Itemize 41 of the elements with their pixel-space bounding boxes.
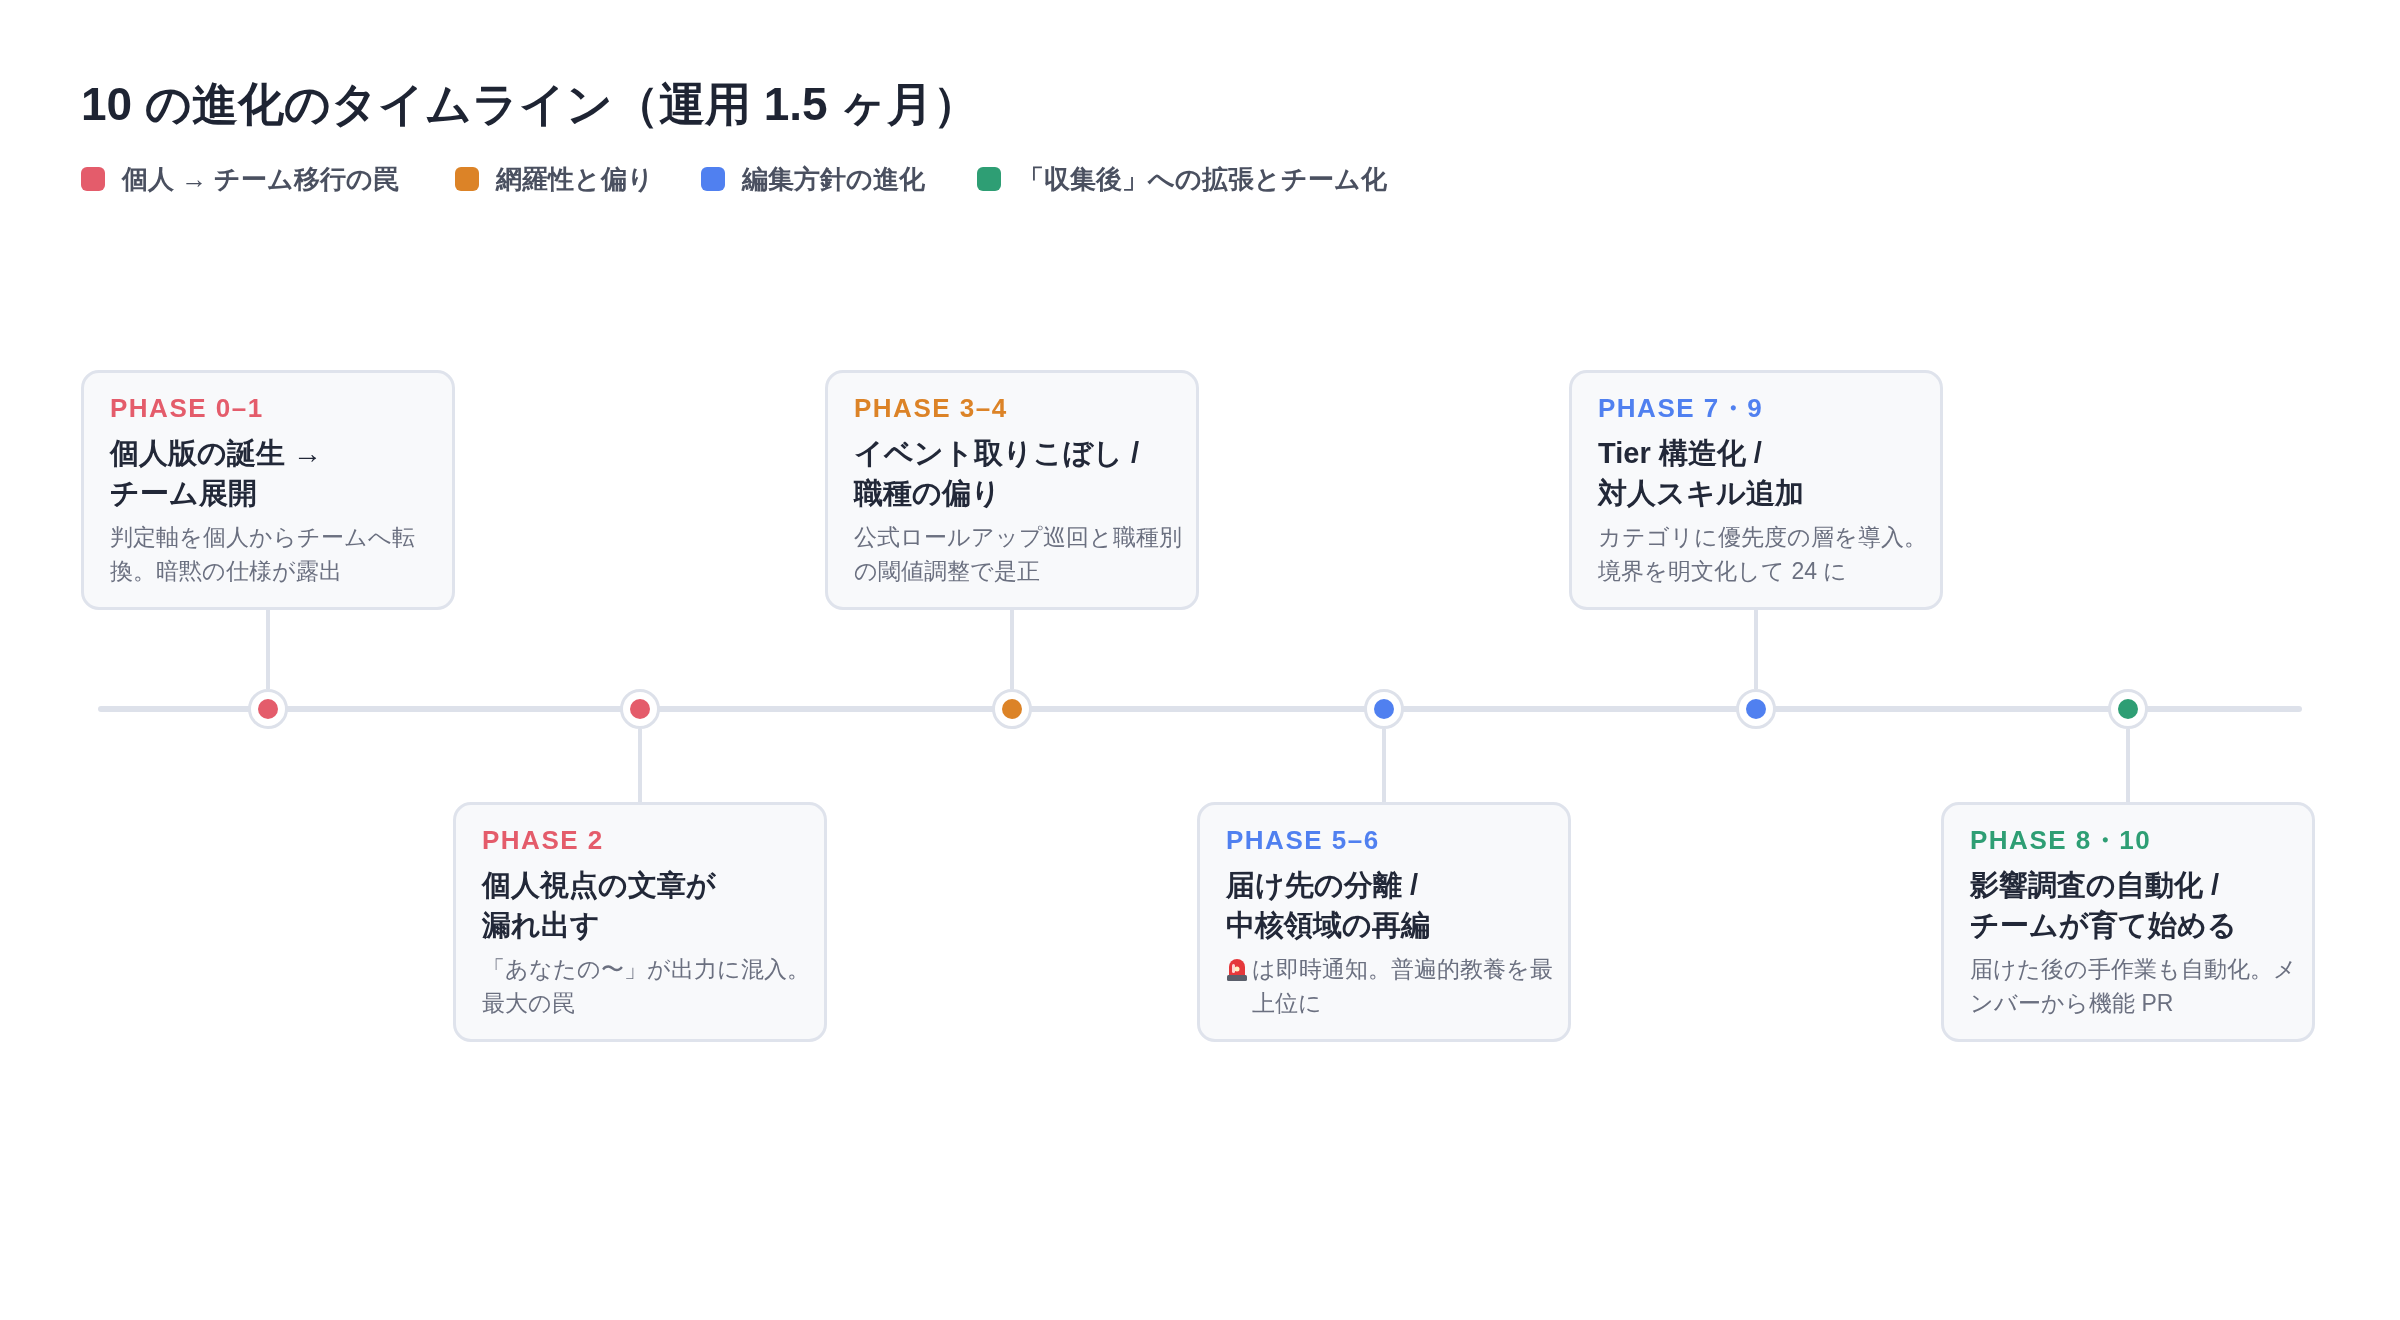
phase-label: PHASE 8・10: [1970, 825, 2152, 855]
phase-card: [1569, 370, 1943, 610]
legend-label: 網羅性と偏り: [496, 163, 654, 195]
card-description: は即時通知。普遍的教養を最上位に: [1252, 955, 1554, 1018]
card-heading: イベント取りこぼし / 職種の偏り: [854, 437, 1140, 509]
connector-line: [1754, 610, 1758, 689]
timeline-dot: [248, 689, 288, 729]
connector-line: [1382, 729, 1386, 802]
card-description: 届けた後の手作業も自動化。メンバーから機能 PR: [1970, 956, 2297, 1016]
card-description: 「あなたの〜」が出力に混入。最大の罠: [482, 956, 810, 1016]
legend-label: 個人 → チーム移行の罠: [122, 163, 400, 195]
timeline-dot: [2108, 689, 2148, 729]
phase-label: PHASE 0–1: [110, 393, 264, 423]
phase-card: [1197, 802, 1571, 1042]
phase-card: [825, 370, 1199, 610]
connector-line: [266, 610, 270, 689]
card-description: カテゴリに優先度の層を導入。境界を明文化して 24 に: [1598, 524, 1927, 584]
phase-card: [81, 370, 455, 610]
timeline-dot: [620, 689, 660, 729]
legend-label: 「収集後」への拡張とチーム化: [1018, 163, 1387, 195]
card-heading: 個人視点の文章が漏れ出す: [482, 869, 716, 941]
card-heading: 影響調査の自動化 / チームが育て始める: [1970, 869, 2237, 941]
card-heading: Tier 構造化 / 対人スキル追加: [1598, 437, 1804, 509]
phase-label: PHASE 2: [482, 825, 604, 855]
diagram-title: 10 の進化のタイムライン（運用 1.5 ヶ月）: [81, 77, 980, 132]
timeline-dot: [992, 689, 1032, 729]
timeline-dot: [1364, 689, 1404, 729]
phase-card: [453, 802, 827, 1042]
phase-label: PHASE 5–6: [1226, 825, 1380, 855]
connector-line: [638, 729, 642, 802]
card-description: 判定軸を個人からチームへ転換。暗黙の仕様が露出: [110, 524, 415, 584]
card-heading: 届け先の分離 / 中核領域の再編: [1226, 869, 1430, 941]
connector-line: [2126, 729, 2130, 802]
connector-line: [1010, 610, 1014, 689]
legend-label: 編集方針の進化: [742, 163, 925, 195]
timeline-dot: [1736, 689, 1776, 729]
card-description: 公式ロールアップ巡回と職種別の閾値調整で是正: [854, 524, 1182, 584]
phase-label: PHASE 7・9: [1598, 393, 1764, 423]
phase-label: PHASE 3–4: [854, 393, 1008, 423]
phase-card: [1941, 802, 2315, 1042]
card-heading: 個人版の誕生 → チーム展開: [110, 437, 323, 509]
